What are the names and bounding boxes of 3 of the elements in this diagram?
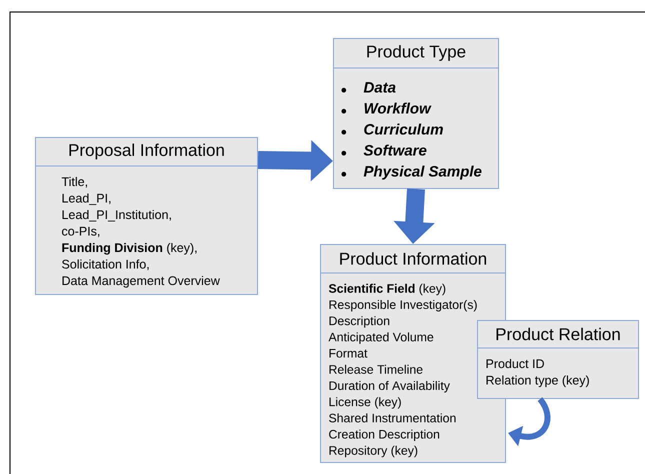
entity-box: Proposal Information Title, Lead_PI, Lead_PI_Institution, co-PIs, Funding Division (key), Solicitation Info, Data Management Overview xyxy=(35,137,258,295)
entity-box: Product Type Data Workflow Curriculum Software Physical Sample xyxy=(333,38,499,189)
entity-box: Product Relation Product ID Relation type (key) xyxy=(477,320,639,399)
